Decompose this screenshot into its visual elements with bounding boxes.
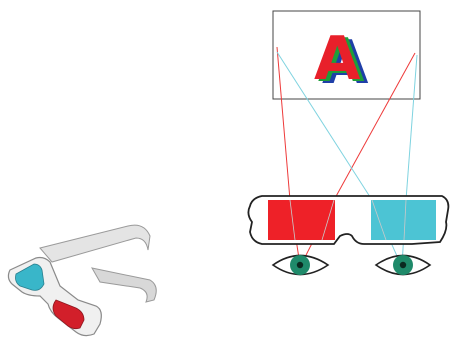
letter-green-layer: A (318, 26, 365, 96)
left-eye-icon (271, 254, 330, 276)
letter-red-layer: A (314, 24, 361, 94)
red-filter (268, 200, 335, 240)
right-eye-icon (374, 254, 432, 276)
letter-blue-layer: A (322, 28, 369, 98)
red-lens-small (52, 299, 85, 330)
cyan-filter (371, 200, 436, 240)
cyan-lens-small (15, 263, 45, 291)
anaglyph-glasses-icon (7, 224, 157, 337)
anaglyph-letter: A A A (314, 24, 369, 98)
